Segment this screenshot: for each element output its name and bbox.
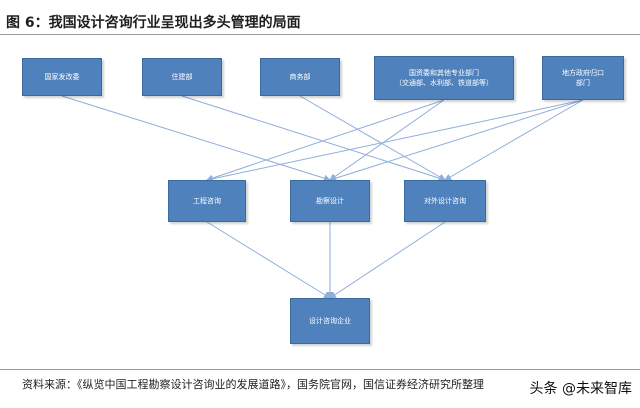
node-mohurd-label: 住建部 bbox=[171, 73, 193, 81]
edge-mofcom-to-foreign_design_consulting bbox=[299, 95, 446, 181]
node-mofcom: 商务部 bbox=[260, 58, 340, 96]
node-ministries: 国资委和其他专业部门 （交通部、水利部、铁道部等） bbox=[374, 56, 514, 100]
node-mofcom-label: 商务部 bbox=[289, 73, 311, 81]
node-ndrc-label: 国家发改委 bbox=[44, 73, 80, 81]
node-ndrc: 国家发改委 bbox=[22, 58, 102, 96]
edge-foreign_design_consulting-to-design_consulting_enterprise bbox=[329, 221, 446, 299]
edge-ministries-to-survey_design bbox=[329, 99, 445, 181]
node-design-consulting-enterprise-label: 设计咨询企业 bbox=[309, 317, 351, 325]
node-survey-design-label: 勘察设计 bbox=[316, 197, 344, 205]
edge-local-to-engineering_consulting bbox=[206, 99, 584, 183]
node-survey-design: 勘察设计 bbox=[290, 180, 370, 222]
node-local-line2: 部门 bbox=[576, 79, 590, 87]
edge-engineering_consulting-to-design_consulting_enterprise bbox=[206, 221, 331, 299]
edge-ministries-to-engineering_consulting bbox=[206, 99, 445, 182]
edges-layer bbox=[61, 95, 584, 299]
edge-local-to-survey_design bbox=[329, 99, 584, 182]
node-mohurd: 住建部 bbox=[142, 58, 222, 96]
node-foreign-design-consulting-label: 对外设计咨询 bbox=[424, 197, 466, 205]
node-foreign-design-consulting: 对外设计咨询 bbox=[404, 180, 486, 222]
node-local-line1: 地方政府归口 bbox=[562, 69, 604, 77]
node-design-consulting-enterprise: 设计咨询企业 bbox=[290, 298, 370, 344]
figure-title: 图 6：我国设计咨询行业呈现出多头管理的局面 bbox=[6, 15, 301, 31]
watermark: 头条 @未来智库 bbox=[529, 381, 632, 397]
source-divider bbox=[0, 369, 640, 370]
edge-local-to-foreign_design_consulting bbox=[444, 99, 584, 181]
node-ministries-line2: （交通部、水利部、铁道部等） bbox=[395, 79, 493, 87]
edge-ndrc-to-survey_design bbox=[61, 95, 331, 182]
node-engineering-consulting-label: 工程咨询 bbox=[193, 197, 221, 205]
node-engineering-consulting: 工程咨询 bbox=[168, 180, 246, 222]
node-local: 地方政府归口 部门 bbox=[542, 56, 624, 100]
title-divider bbox=[0, 34, 640, 35]
node-ministries-line1: 国资委和其他专业部门 bbox=[409, 69, 479, 77]
source-note: 资料来源：《纵览中国工程勘察设计咨询业的发展道路》，国务院官网，国信证券经济研究… bbox=[22, 378, 484, 391]
edge-mohurd-to-foreign_design_consulting bbox=[181, 95, 446, 182]
